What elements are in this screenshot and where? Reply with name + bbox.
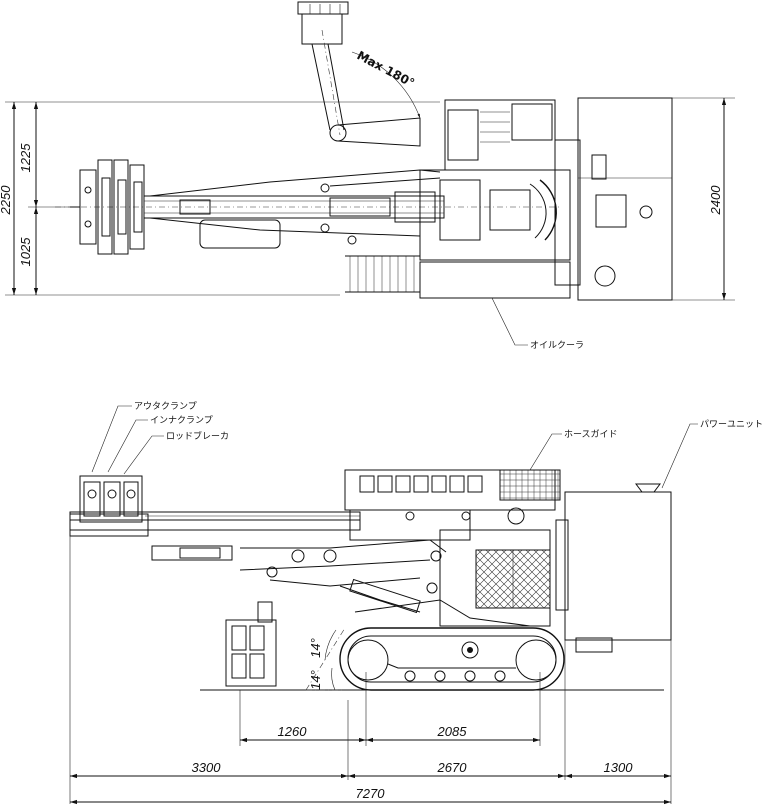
- side-lowered-head: [225, 601, 277, 687]
- top-boom: [143, 169, 445, 249]
- top-swing-arm: Max 180°: [297, 1, 421, 147]
- dim-right-height: 2400: [708, 185, 723, 216]
- side-boom: [239, 539, 447, 614]
- top-left-dimensions: 2250 1225 1025: [0, 101, 440, 296]
- dim-upper: 1225: [18, 143, 33, 173]
- side-power-unit: [555, 483, 672, 653]
- dim-rear-length: 1300: [604, 760, 634, 775]
- dim-track-length: 2085: [437, 724, 468, 739]
- dim-mid-length: 2670: [437, 760, 468, 775]
- oil-cooler-label: オイルクーラ: [530, 340, 584, 351]
- top-drill-head: [55, 159, 560, 255]
- side-feed-beam: [69, 511, 361, 561]
- side-crawler: [339, 599, 565, 691]
- dim-front-length: 3300: [192, 760, 222, 775]
- dim-total-length: 7270: [356, 786, 386, 801]
- dim-reach: 1260: [278, 724, 308, 739]
- side-angles: 14° 14°: [305, 627, 346, 691]
- side-dimensions: 1260 2085 3300 2670 1300 7270: [69, 530, 672, 805]
- angle-front-upper: 14°: [308, 638, 323, 658]
- power-unit-label: パワーユニット: [700, 419, 763, 430]
- oil-cooler-callout: オイルクーラ: [491, 297, 584, 351]
- dim-width-total: 2250: [0, 185, 13, 216]
- outer-clamp-label: アウタクランプ: [134, 401, 197, 412]
- rotation-label: Max 180°: [355, 48, 417, 90]
- side-body: [344, 469, 561, 627]
- angle-front-lower: 14°: [308, 670, 323, 690]
- hose-guide-label: ホースガイド: [564, 429, 618, 440]
- top-view: 2250 1225 1025 2400: [0, 1, 735, 351]
- top-right-dimension: 2400: [672, 97, 735, 301]
- dim-lower: 1025: [18, 237, 33, 267]
- side-callouts: アウタクランプ インナクランプ ロッドブレーカ ホースガイド パワーユニット: [91, 401, 763, 489]
- side-clamps: [69, 475, 149, 537]
- side-view: アウタクランプ インナクランプ ロッドブレーカ ホースガイド パワーユニット: [69, 401, 763, 805]
- inner-clamp-label: インナクランプ: [150, 415, 213, 426]
- top-body: [345, 99, 581, 299]
- rod-breaker-label: ロッドブレーカ: [166, 430, 229, 442]
- top-power-unit: [577, 97, 673, 301]
